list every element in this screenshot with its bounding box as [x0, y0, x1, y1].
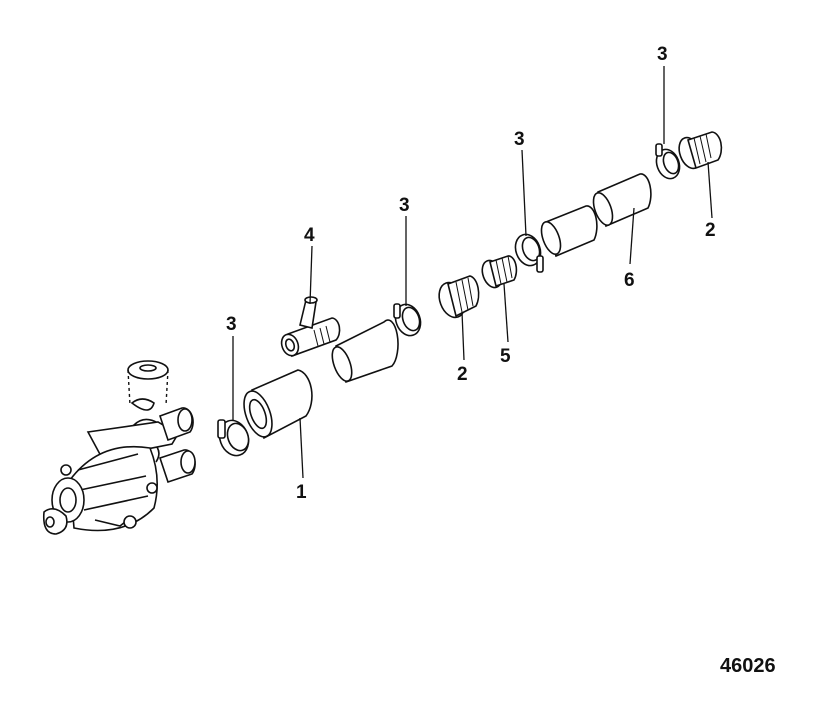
tee-fitting-part-4	[280, 296, 341, 358]
callout-4: 4	[304, 225, 315, 246]
fitting-part-2-lower	[438, 275, 480, 319]
callout-3-lower: 3	[226, 314, 237, 335]
pump-assembly	[42, 360, 196, 535]
hose-part-1	[243, 369, 313, 440]
fitting-part-2-upper	[678, 131, 723, 170]
callout-6: 6	[624, 270, 635, 291]
callout-3-middle: 3	[399, 195, 410, 216]
callout-5: 5	[500, 346, 511, 367]
callout-3-upper-middle: 3	[514, 129, 525, 150]
hose-part-6	[592, 173, 652, 228]
hose-upper	[540, 205, 598, 258]
leader-lines	[232, 66, 713, 479]
callout-2-upper: 2	[705, 220, 716, 241]
callout-2-lower: 2	[457, 364, 468, 385]
hose-middle	[331, 319, 399, 384]
hose-clamp-upper-middle	[514, 233, 544, 273]
callout-3-top: 3	[657, 44, 668, 65]
fitting-part-5	[481, 255, 518, 289]
hose-clamp-lower	[217, 419, 250, 457]
hose-clamp-top	[655, 143, 681, 180]
callout-1: 1	[296, 482, 307, 503]
hose-clamp-middle	[393, 303, 422, 337]
figure-number: 46026	[720, 655, 776, 677]
